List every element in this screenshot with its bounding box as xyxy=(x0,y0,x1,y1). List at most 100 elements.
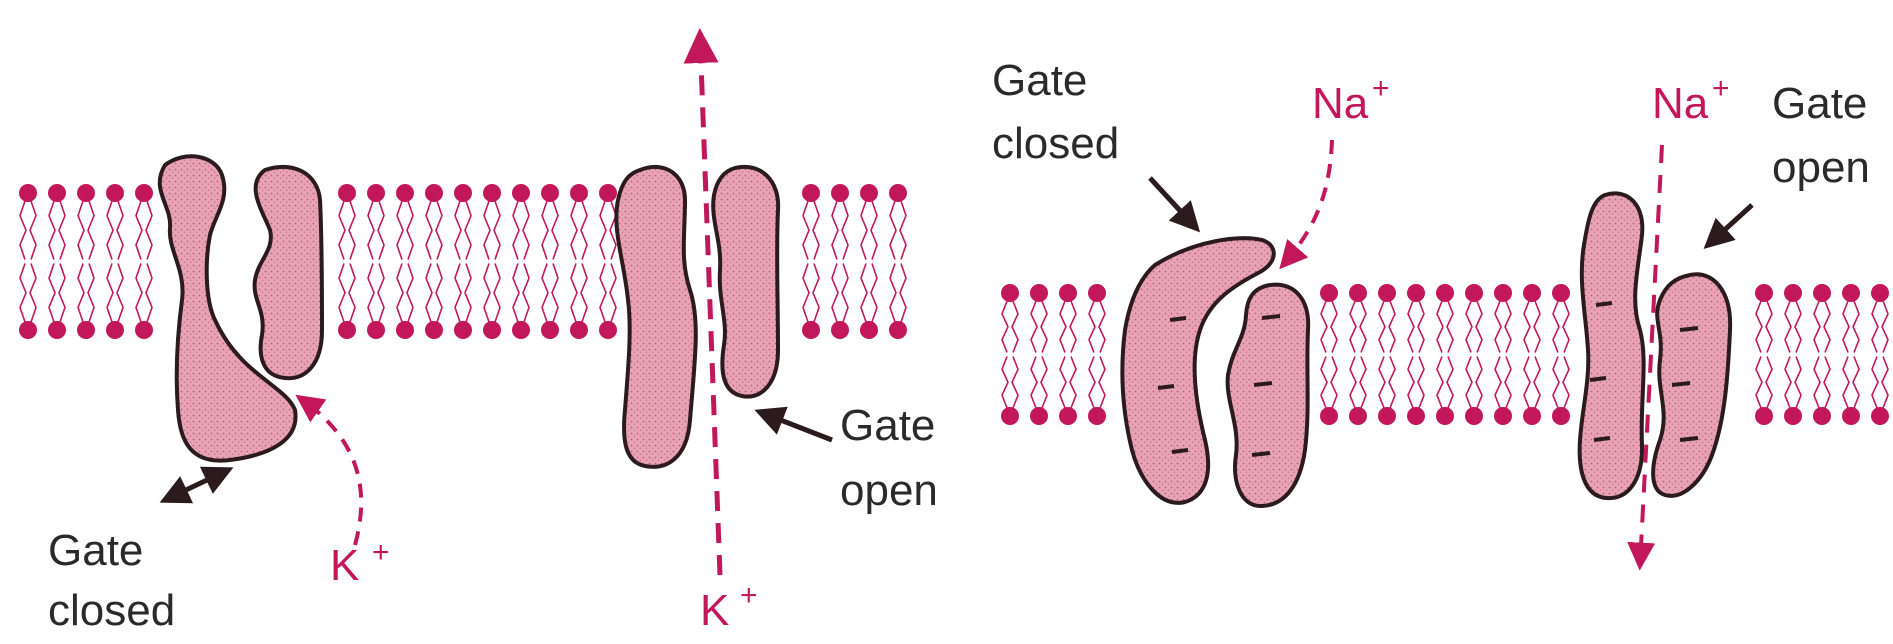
lipid-head xyxy=(48,321,66,339)
lipid-tail xyxy=(832,264,838,323)
na-open-gate-label-line2: open xyxy=(1772,143,1870,192)
lipid-tail xyxy=(610,264,616,323)
lipid-tail xyxy=(1418,357,1424,409)
lipid-head xyxy=(570,321,588,339)
lipid-tail xyxy=(146,201,152,260)
lipid-tail xyxy=(136,201,142,260)
lipid-head xyxy=(541,321,559,339)
lipid-tail xyxy=(552,201,558,260)
lipid-tail xyxy=(1070,301,1076,353)
lipid-tail xyxy=(900,264,906,323)
lipid-tail xyxy=(349,201,355,260)
lipid-tail xyxy=(1756,357,1762,409)
lipid-head xyxy=(541,184,559,202)
lipid-head xyxy=(1523,407,1541,425)
lipid-head xyxy=(1378,284,1396,302)
k-open-gate-label-line1: Gate xyxy=(840,401,935,450)
na-ion-charge-closed: + xyxy=(1372,72,1390,105)
k-ion-path-open xyxy=(700,35,720,575)
k-channel-open xyxy=(616,167,778,467)
lipid-head xyxy=(1784,407,1802,425)
lipid-tail xyxy=(117,264,123,323)
lipid-tail xyxy=(426,264,432,323)
lipid-tail xyxy=(1089,357,1095,409)
lipid-tail xyxy=(1756,301,1762,353)
lipid-head xyxy=(1059,407,1077,425)
lipid-tail xyxy=(465,264,471,323)
lipid-tail xyxy=(842,264,848,323)
lipid-tail xyxy=(1360,357,1366,409)
k-closed-gate-label-line1: Gate xyxy=(48,526,143,575)
k-ion-label-closed: K xyxy=(330,541,359,590)
lipid-tail xyxy=(1505,357,1511,409)
lipid-head xyxy=(19,321,37,339)
lipid-tail xyxy=(484,201,490,260)
lipid-head xyxy=(1552,407,1570,425)
lipid-head xyxy=(889,321,907,339)
lipid-tail xyxy=(1389,301,1395,353)
k-closed-gate-label-line2: closed xyxy=(48,586,175,635)
lipid-tail xyxy=(1379,357,1385,409)
lipid-tail xyxy=(30,201,36,260)
lipid-tail xyxy=(1495,357,1501,409)
k-channel-open-subunit-right xyxy=(713,167,778,397)
lipid-head xyxy=(454,184,472,202)
lipid-tail xyxy=(1766,357,1772,409)
lipid-tail xyxy=(871,201,877,260)
lipid-head xyxy=(1001,284,1019,302)
lipid-tail xyxy=(1331,301,1337,353)
lipid-head xyxy=(19,184,37,202)
lipid-tail xyxy=(1466,301,1472,353)
k-ion-charge-open: + xyxy=(740,579,758,612)
k-channel-closed xyxy=(160,156,322,460)
lipid-tail xyxy=(1437,357,1443,409)
na-ion-label-closed: Na xyxy=(1312,79,1369,128)
lipid-tail xyxy=(1060,357,1066,409)
lipid-tail xyxy=(339,201,345,260)
lipid-tail xyxy=(494,264,500,323)
lipid-tail xyxy=(1505,301,1511,353)
lipid-tail xyxy=(1872,301,1878,353)
lipid-tail xyxy=(1882,301,1888,353)
lipid-tail xyxy=(871,264,877,323)
lipid-tail xyxy=(1099,301,1105,353)
lipid-tail xyxy=(552,264,558,323)
lipid-tail xyxy=(581,264,587,323)
lipid-tail xyxy=(1379,301,1385,353)
lipid-tail xyxy=(1534,357,1540,409)
lipid-tail xyxy=(397,201,403,260)
lipid-tail xyxy=(523,264,529,323)
k-ion-path-closed xyxy=(300,398,361,545)
lipid-head xyxy=(396,321,414,339)
lipid-head xyxy=(1871,284,1889,302)
lipid-head xyxy=(1436,407,1454,425)
lipid-head xyxy=(512,321,530,339)
lipid-head xyxy=(1813,284,1831,302)
lipid-tail xyxy=(523,201,529,260)
lipid-head xyxy=(1088,284,1106,302)
lipid-tail xyxy=(1331,357,1337,409)
lipid-head xyxy=(483,321,501,339)
na-ion-path-closed xyxy=(1283,140,1332,265)
k-ion-charge-closed: + xyxy=(372,536,390,569)
lipid-head xyxy=(48,184,66,202)
lipid-head xyxy=(454,321,472,339)
k-open-gate-pointer xyxy=(760,412,832,440)
lipid-tail xyxy=(349,264,355,323)
lipid-tail xyxy=(59,264,65,323)
lipid-head xyxy=(1378,407,1396,425)
lipid-tail xyxy=(1553,357,1559,409)
lipid-tail xyxy=(107,264,113,323)
lipid-tail xyxy=(1563,301,1569,353)
k-open-gate-label-line2: open xyxy=(840,466,938,515)
lipid-tail xyxy=(88,201,94,260)
lipid-tail xyxy=(465,201,471,260)
lipid-tail xyxy=(78,264,84,323)
lipid-head xyxy=(599,321,617,339)
lipid-head xyxy=(425,184,443,202)
lipid-tail xyxy=(1766,301,1772,353)
lipid-tail xyxy=(1466,357,1472,409)
lipid-tail xyxy=(107,201,113,260)
lipid-head xyxy=(1088,407,1106,425)
lipid-tail xyxy=(1476,357,1482,409)
